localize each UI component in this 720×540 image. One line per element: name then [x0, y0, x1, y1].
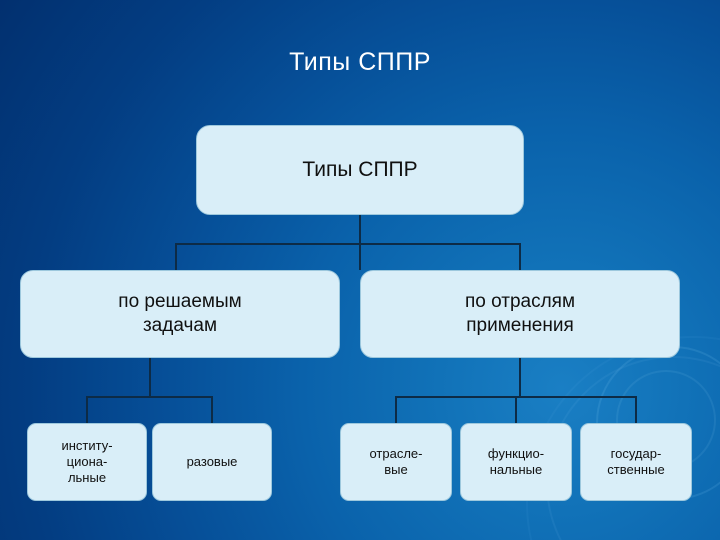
- connector-root-down: [359, 215, 361, 270]
- node-label: Типы СППР: [302, 157, 418, 181]
- node-label: институ- циона- льные: [61, 438, 112, 487]
- node-label-line-1: отрасле-: [369, 445, 423, 461]
- node-label-line-2: задачам: [142, 315, 218, 336]
- node-label-line-1: функцио-: [487, 445, 545, 461]
- diagram-node-by-tasks: по решаемым задачам: [20, 270, 340, 358]
- diagram-node-root: Типы СППР: [196, 125, 524, 215]
- connector-left-child1-drop: [86, 396, 88, 423]
- diagram-node-functional: функцио- нальные: [460, 423, 572, 501]
- connector-level2-bus: [175, 243, 520, 245]
- node-label: государ- ственные: [607, 446, 664, 479]
- diagram-node-by-industries: по отраслям применения: [360, 270, 680, 358]
- node-label-line-1: по решаемым: [118, 291, 242, 313]
- diagram-node-institutional: институ- циона- льные: [27, 423, 147, 501]
- node-label-line-1: институ-: [61, 437, 113, 453]
- connector-level2-left-drop: [175, 243, 177, 270]
- node-label-line-3: льные: [67, 470, 107, 486]
- connector-right-child1-drop: [395, 396, 397, 423]
- node-label: разовые: [187, 454, 238, 470]
- node-label-line-2: вые: [384, 462, 408, 477]
- node-label: по отраслям применения: [465, 290, 575, 338]
- connector-left-bus: [86, 396, 212, 398]
- node-label-line-1: по отраслям: [464, 291, 576, 313]
- node-label: отрасле- вые: [369, 446, 422, 479]
- connector-right-child2-drop: [515, 396, 517, 423]
- connector-right-down: [519, 358, 521, 398]
- diagram-node-sectoral: отрасле- вые: [340, 423, 452, 501]
- connector-left-down: [149, 358, 151, 398]
- connector-right-child3-drop: [635, 396, 637, 423]
- node-label: функцио- нальные: [488, 446, 544, 479]
- connector-left-child2-drop: [211, 396, 213, 423]
- connector-level2-right-drop: [519, 243, 521, 270]
- slide-title: Типы СППР: [289, 48, 431, 76]
- node-label-line-2: циона-: [66, 453, 108, 469]
- diagram-node-state: государ- ственные: [580, 423, 692, 501]
- node-label-line-2: ственные: [607, 462, 665, 477]
- diagram-node-onetime: разовые: [152, 423, 272, 501]
- node-label-line-2: нальные: [489, 462, 543, 477]
- node-label-line-2: применения: [466, 315, 574, 336]
- node-label-line-1: государ-: [610, 445, 662, 461]
- node-label-line-1: разовые: [186, 453, 238, 469]
- node-label: по решаемым задачам: [118, 290, 241, 338]
